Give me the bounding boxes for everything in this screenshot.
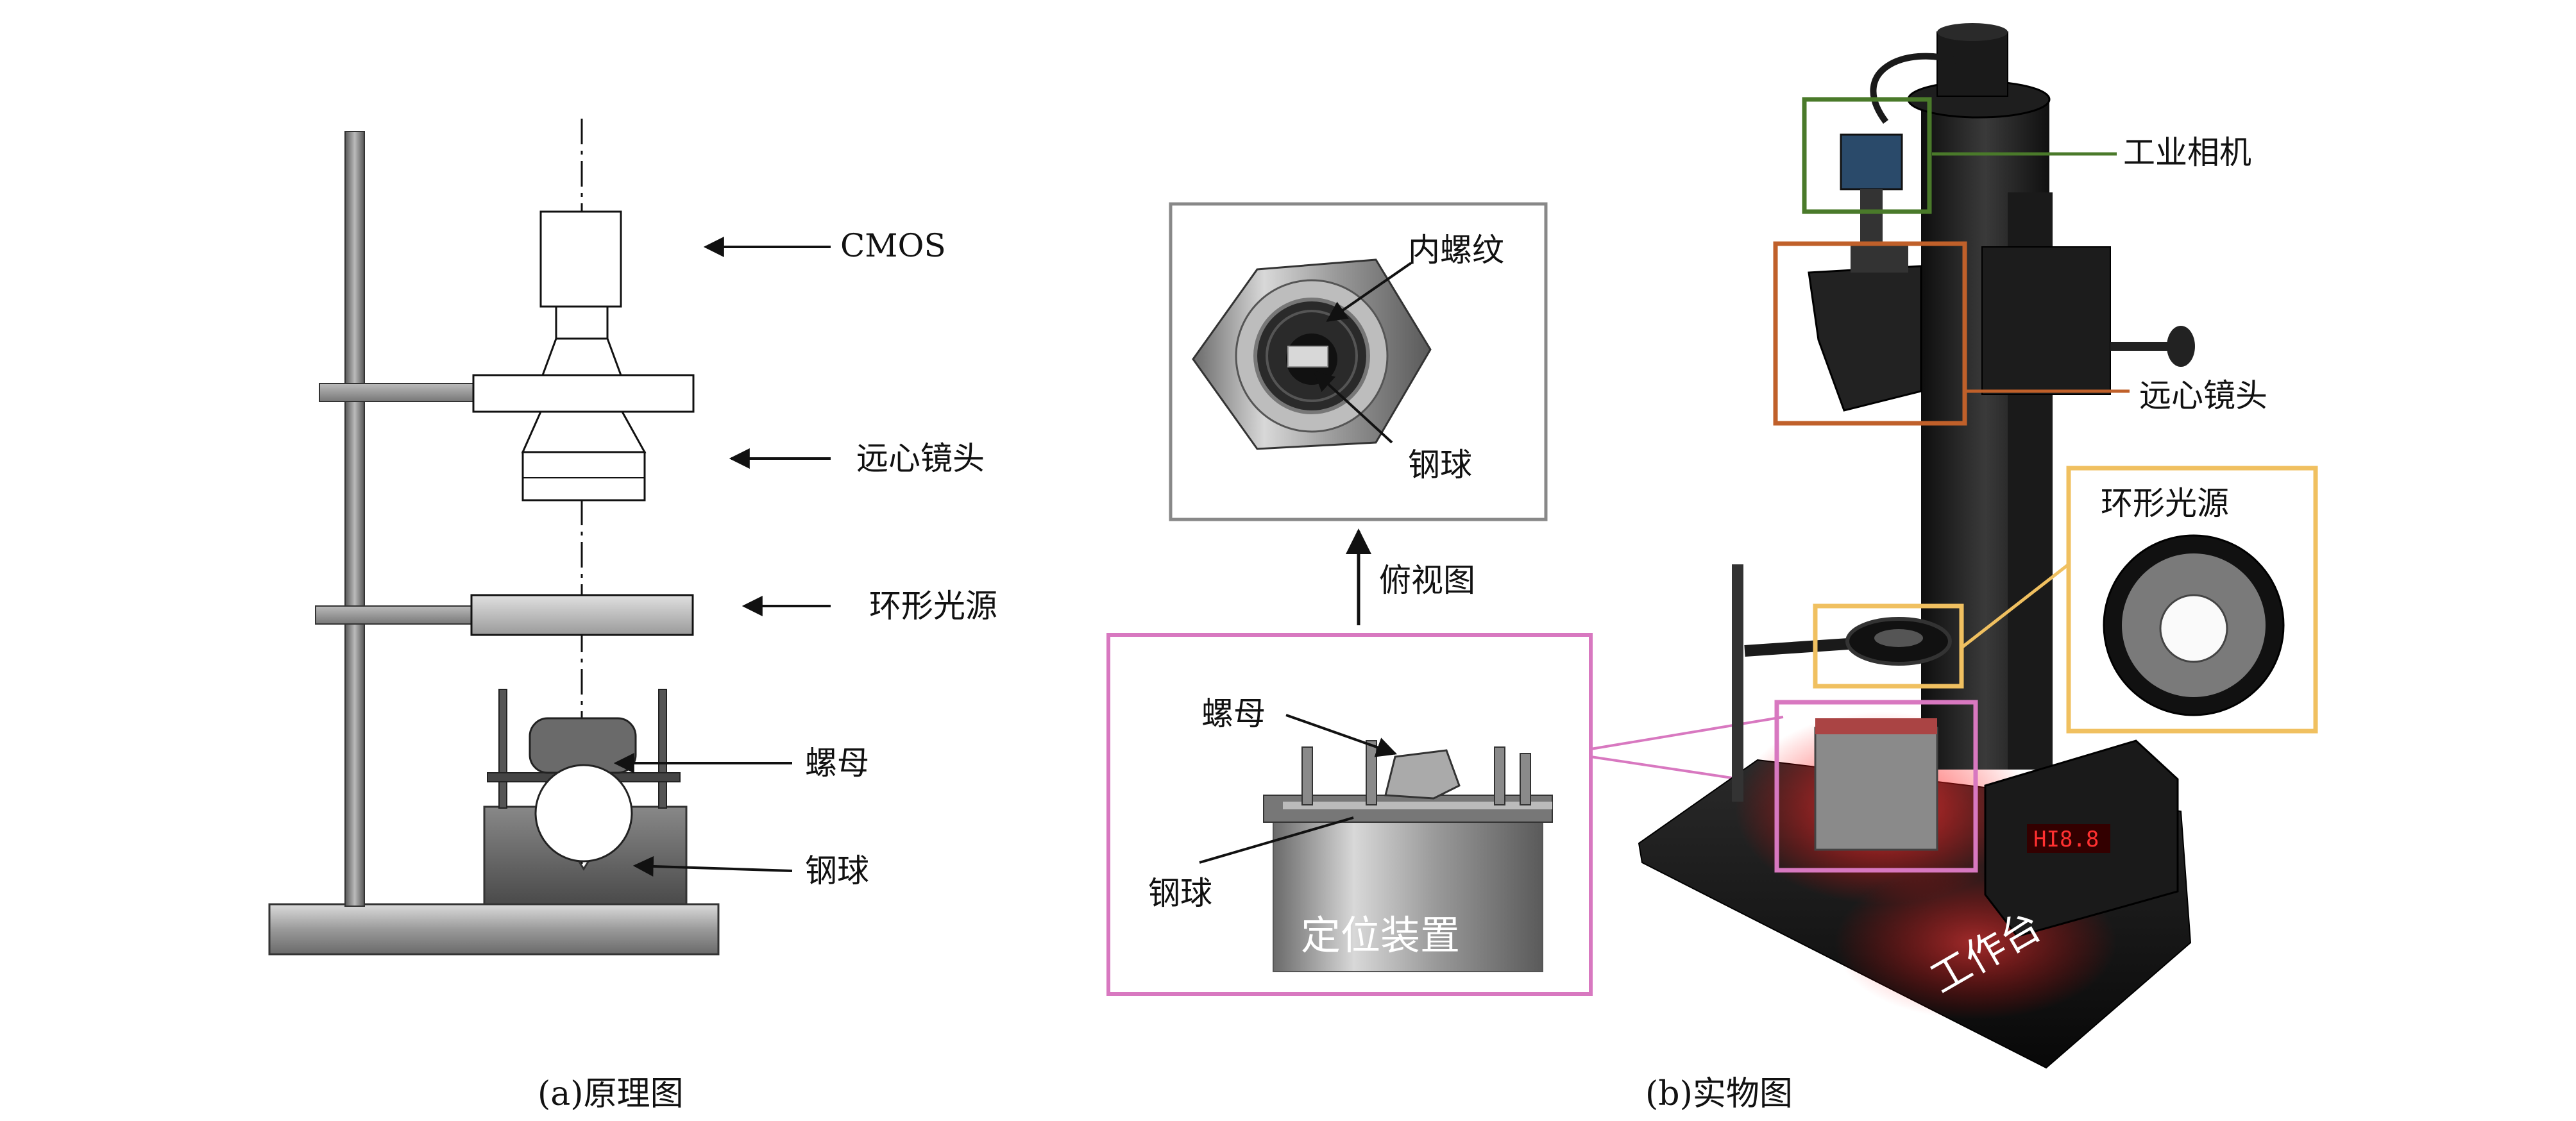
fixture-highlight-box [1774, 700, 1978, 873]
label-fixture-ball: 钢球 [1148, 875, 1212, 912]
schematic-lens-plate [472, 374, 695, 413]
label-fixture-name: 定位装置 [1301, 912, 1461, 959]
label-top-view-arrow: 俯视图 [1379, 562, 1475, 599]
label-cmos: CMOS [840, 227, 946, 264]
apparatus-photo: HI8.8 [1638, 23, 2318, 1069]
label-internal-thread: 内螺纹 [1408, 232, 1504, 269]
schematic-lens-arm [319, 383, 474, 402]
label-ring-light: 环形光源 [869, 587, 997, 625]
schematic-base [268, 903, 720, 956]
svg-text:HI8.8: HI8.8 [2033, 827, 2099, 852]
schematic-lens-upper [541, 337, 623, 376]
schematic-cmos-neck [555, 305, 609, 340]
label-fixture-nut: 螺母 [1201, 695, 1266, 732]
apparatus-lens [1808, 265, 1922, 412]
lens-highlight-box [1773, 241, 1967, 426]
caption-panel-a: (a)原理图 [538, 1075, 684, 1113]
label-industrial-camera: 工业相机 [2123, 134, 2251, 171]
label-telecentric-lens: 远心镜头 [856, 440, 985, 477]
label-top-view-ball: 钢球 [1408, 446, 1472, 484]
apparatus-fixture [1814, 727, 1938, 851]
schematic-pole [344, 131, 365, 907]
label-nut: 螺母 [805, 745, 869, 782]
arrow-ball [632, 856, 793, 877]
fixture-panel [1106, 633, 1784, 996]
label-apparatus-lens: 远心镜头 [2139, 377, 2267, 414]
caption-panel-b: (b)实物图 [1645, 1075, 1793, 1113]
schematic-lens-bottom [521, 451, 646, 501]
apparatus-camera [1840, 133, 1903, 190]
camera-highlight-box [1802, 97, 1932, 214]
schematic-light-arm [315, 605, 474, 625]
fixture-nut [1384, 749, 1461, 800]
schematic-diagram [268, 119, 831, 956]
top-view-panel [1169, 202, 1548, 625]
schematic-lens-lower [521, 410, 647, 453]
schematic-steel-ball [534, 764, 633, 863]
schematic-cmos [539, 210, 622, 308]
label-steel-ball: 钢球 [805, 852, 869, 889]
schematic-ring-light [470, 594, 694, 636]
label-apparatus-ring-light: 环形光源 [2101, 485, 2229, 522]
